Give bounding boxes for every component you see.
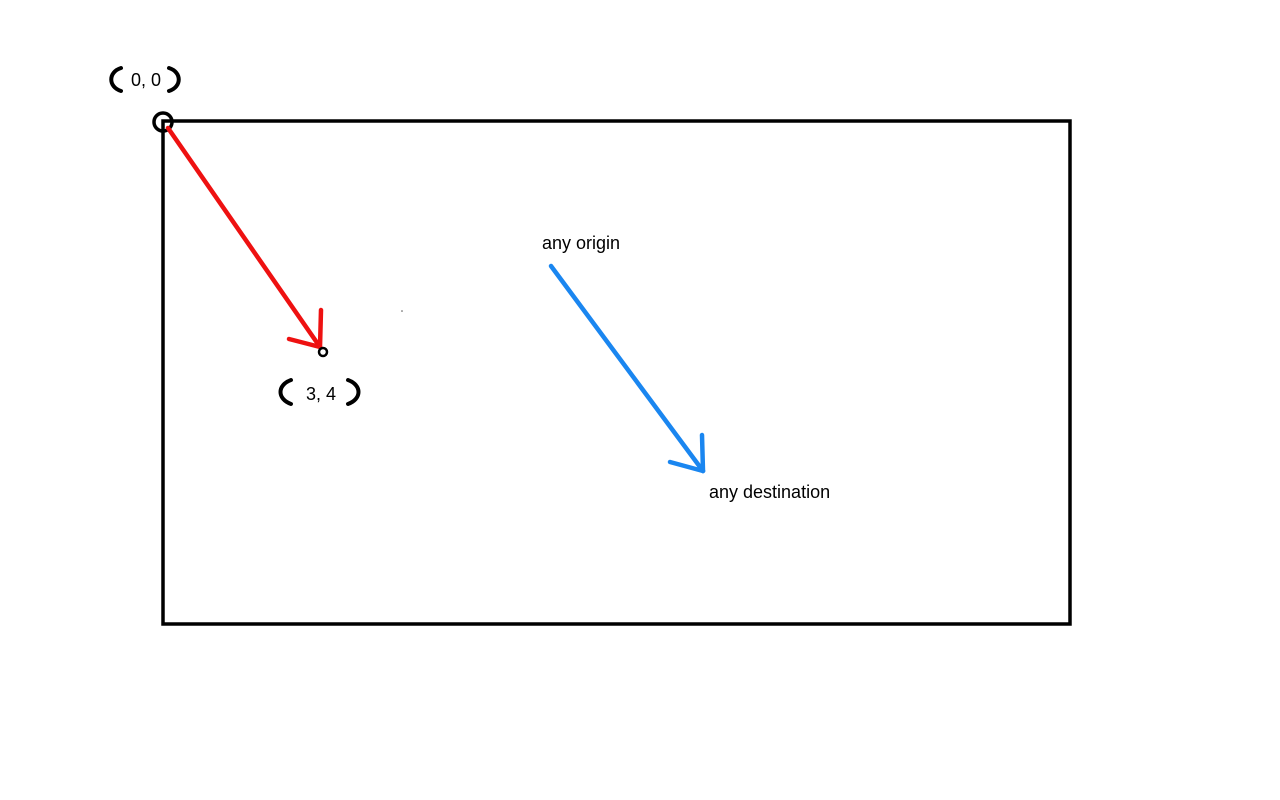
blue-arrow-shaft (548, 263, 706, 474)
origin-coord-text: 0, 0 (131, 70, 161, 90)
point-coordinate-label: 3, 4 (278, 378, 361, 406)
blue-arrow-head-left (667, 459, 706, 474)
frame-rectangle (161, 119, 1072, 626)
stray-dot (401, 310, 403, 312)
origin-marker (152, 111, 174, 133)
any-destination-label: any destination (709, 482, 830, 502)
origin-coordinate-label: 0, 0 (109, 66, 181, 93)
blue-arrow-head-right (699, 432, 706, 474)
point-marker (317, 346, 329, 358)
any-origin-label: any origin (542, 233, 620, 253)
right-bracket-icon (346, 378, 361, 406)
blue-arrow (548, 263, 706, 474)
red-arrow-head-left (286, 336, 323, 350)
right-bracket-icon (167, 66, 181, 93)
left-bracket-icon (278, 378, 293, 406)
left-bracket-icon (109, 66, 123, 93)
red-arrow-head-right (317, 307, 324, 350)
red-arrow-shaft (165, 125, 323, 350)
point-coord-text: 3, 4 (306, 384, 336, 404)
red-arrow (165, 125, 324, 350)
